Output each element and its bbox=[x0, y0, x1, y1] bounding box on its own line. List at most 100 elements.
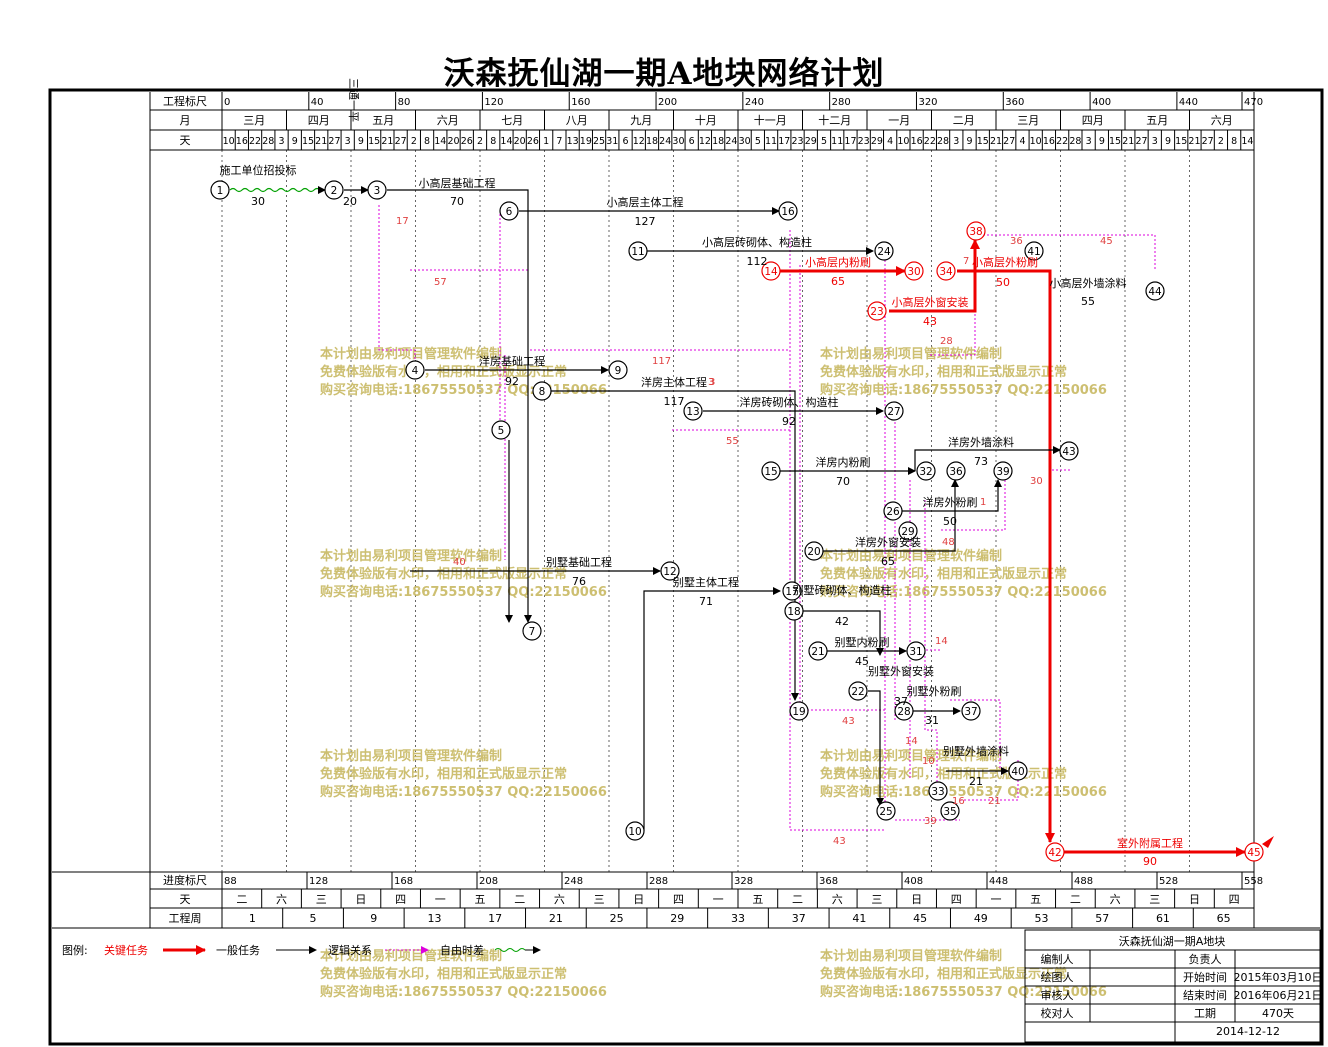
month-label: 六月 bbox=[437, 114, 459, 127]
task-duration: 45 bbox=[855, 655, 869, 668]
legend-label: 图例: bbox=[62, 943, 88, 957]
node-number: 31 bbox=[909, 646, 922, 658]
weekday-label: 五 bbox=[475, 893, 486, 906]
float-label: 39 bbox=[924, 816, 937, 827]
info-drawer: 绘图人 bbox=[1041, 970, 1074, 984]
scale-tick-label: 400 bbox=[1092, 97, 1111, 108]
day-label: 21 bbox=[1122, 136, 1134, 147]
day-label: 29 bbox=[871, 136, 883, 147]
scale-tick-label: 280 bbox=[832, 97, 851, 108]
float-label: 21 bbox=[988, 796, 1001, 807]
legend: 图例: 关键任务 一般任务 逻辑关系 自由时差 bbox=[62, 943, 541, 957]
week-label: 61 bbox=[1156, 912, 1170, 925]
node-circle bbox=[761, 461, 781, 481]
week-label: 21 bbox=[549, 912, 563, 925]
day-label: 27 bbox=[1135, 136, 1147, 147]
day-label: 8 bbox=[1231, 136, 1237, 147]
node-number: 44 bbox=[1148, 286, 1162, 298]
float-label: 28 bbox=[940, 336, 953, 347]
scale-tick-label: 200 bbox=[658, 97, 677, 108]
weekday-label: 四 bbox=[395, 893, 406, 906]
task-label: 别墅砖砌体、构造柱 bbox=[793, 583, 892, 597]
month-label: 二月 bbox=[953, 114, 975, 127]
task-duration: 71 bbox=[699, 595, 713, 608]
watermark-text: 本计划由易利项目管理软件编制 bbox=[820, 346, 1002, 362]
day-label: 28 bbox=[262, 136, 274, 147]
float-label: 45 bbox=[1100, 236, 1113, 247]
day-label: 8 bbox=[490, 136, 496, 147]
info-box bbox=[1024, 929, 1321, 1043]
node-number: 45 bbox=[1247, 847, 1260, 859]
task-label: 小高层内粉刷 bbox=[805, 255, 871, 269]
day-label: 15 bbox=[302, 136, 314, 147]
info-end-label: 结束时间 bbox=[1183, 989, 1227, 1002]
progress-tick-label: 368 bbox=[819, 876, 838, 887]
node-circle bbox=[782, 581, 802, 601]
weekday-label: 一 bbox=[991, 893, 1002, 906]
task-duration: 70 bbox=[836, 475, 850, 488]
progress-tick-label: 248 bbox=[564, 876, 583, 887]
task-label: 洋房基础工程 bbox=[479, 354, 545, 368]
task-duration: 20 bbox=[343, 195, 357, 208]
day-label: 21 bbox=[1188, 136, 1200, 147]
day-label: 10 bbox=[223, 136, 235, 147]
watermark-text: 免费体验版有水印，相用和正式版显示正常 bbox=[820, 566, 1067, 582]
info-project: 沃森抚仙湖一期A地块 bbox=[1119, 934, 1226, 948]
month-label: 六月 bbox=[1211, 114, 1233, 127]
month-label: 八月 bbox=[566, 114, 588, 127]
legend-float-label: 自由时差 bbox=[440, 943, 484, 957]
float-label: 10 bbox=[922, 756, 935, 767]
weekday-label: 日 bbox=[633, 893, 644, 906]
weekday-row-label: 天 bbox=[180, 893, 191, 906]
task-duration: 50 bbox=[996, 276, 1010, 289]
week-label: 41 bbox=[852, 912, 866, 925]
day-label: 5 bbox=[821, 136, 827, 147]
watermark-text: 本计划由易利项目管理软件编制 bbox=[320, 548, 502, 564]
task-duration: 76 bbox=[572, 575, 586, 588]
node-circle bbox=[1024, 241, 1044, 261]
legend-normal-label: 一般任务 bbox=[216, 944, 260, 957]
node-circle bbox=[884, 401, 904, 421]
day-label: 9 bbox=[1099, 136, 1105, 147]
node-number: 14 bbox=[764, 266, 778, 278]
task-duration: 90 bbox=[1143, 855, 1157, 868]
day-label: 20 bbox=[514, 136, 526, 147]
node-number: 40 bbox=[1011, 766, 1024, 778]
node-number: 37 bbox=[964, 706, 977, 718]
weekday-label: 三 bbox=[871, 893, 882, 906]
month-label: 三月 bbox=[243, 114, 265, 127]
week-label: 1 bbox=[249, 912, 256, 925]
weekday-label: 五 bbox=[752, 893, 763, 906]
weekday-label: 五 bbox=[1030, 893, 1041, 906]
task-duration: 112 bbox=[747, 255, 768, 268]
month-label: 五月 bbox=[372, 114, 394, 127]
node-circle bbox=[625, 821, 645, 841]
watermark-text: 免费体验版有水印，相用和正式版显示正常 bbox=[820, 766, 1067, 782]
node-number: 36 bbox=[949, 466, 963, 478]
scale-tick-label: 160 bbox=[571, 97, 590, 108]
node-number: 42 bbox=[1048, 847, 1061, 859]
week-label: 53 bbox=[1035, 912, 1049, 925]
task-label: 小高层外墙涂料 bbox=[1050, 276, 1127, 290]
watermark-text: 免费体验版有水印，相用和正式版显示正常 bbox=[820, 966, 1067, 982]
watermark-text: 购买咨询电话:18675550537 QQ:22150066 bbox=[320, 784, 607, 800]
node-number: 16 bbox=[781, 206, 795, 218]
weekday-label: 四 bbox=[951, 893, 962, 906]
week-label: 25 bbox=[610, 912, 624, 925]
day-label: 28 bbox=[937, 136, 949, 147]
day-label: 25 bbox=[593, 136, 605, 147]
task-label: 室外附属工程 bbox=[1117, 836, 1183, 850]
progress-tick-label: 88 bbox=[224, 876, 237, 887]
node-number: 43 bbox=[1062, 446, 1075, 458]
weekday-label: 一 bbox=[435, 893, 446, 906]
node-number: 6 bbox=[506, 206, 513, 218]
task-duration: 30 bbox=[251, 195, 265, 208]
progress-tick-label: 528 bbox=[1159, 876, 1178, 887]
task-duration: 55 bbox=[1081, 295, 1095, 308]
node-number: 33 bbox=[931, 786, 944, 798]
node-number: 13 bbox=[686, 406, 699, 418]
weekday-label: 三 bbox=[316, 893, 327, 906]
task-duration: 37 bbox=[894, 695, 908, 708]
day-label: 2 bbox=[411, 136, 417, 147]
task-duration: 117 bbox=[664, 395, 685, 408]
